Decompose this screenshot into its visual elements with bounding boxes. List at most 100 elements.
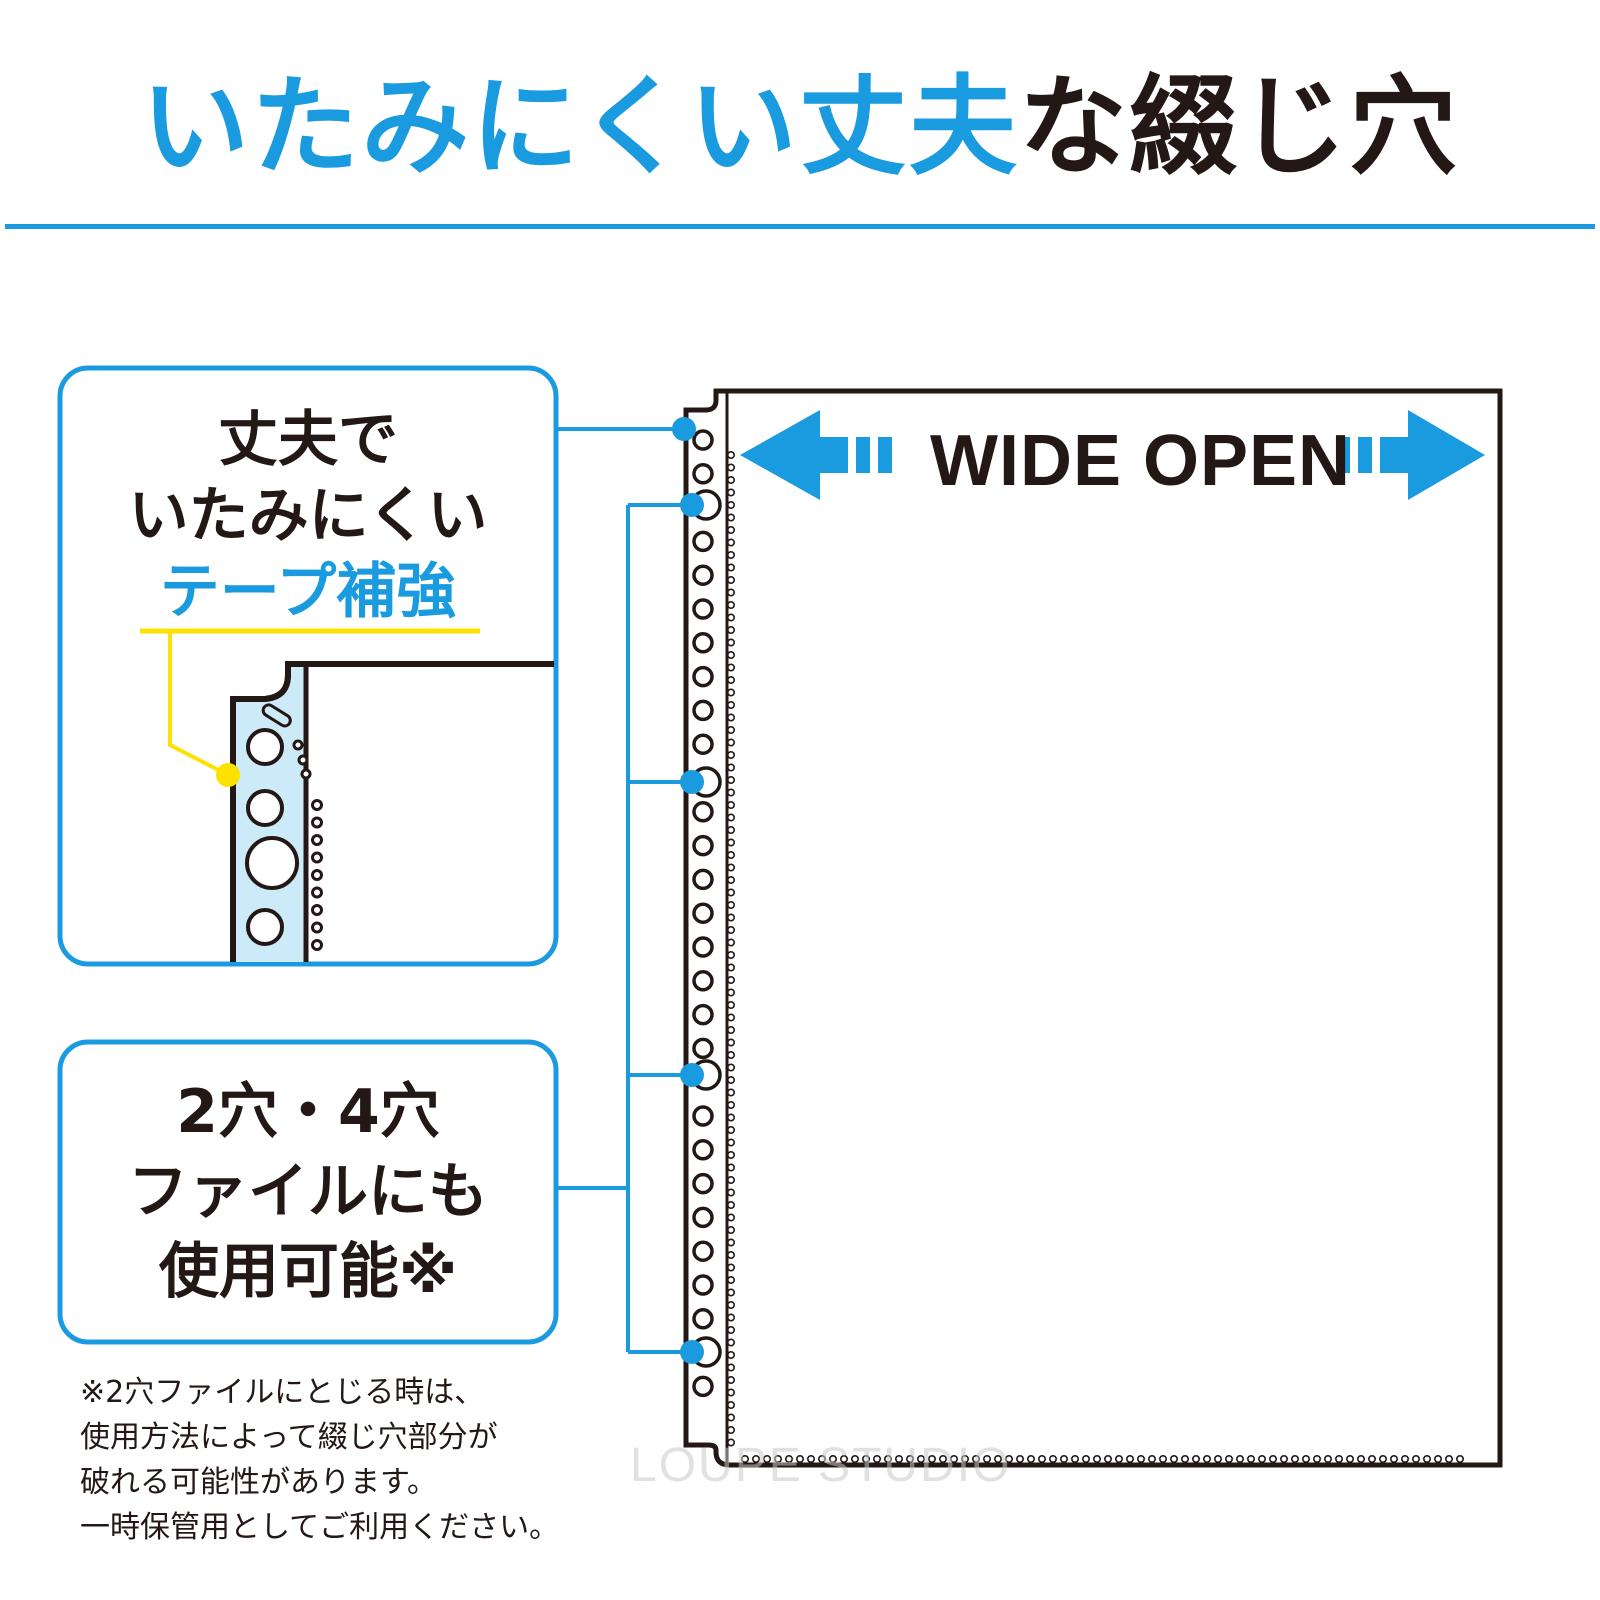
hole	[292, 739, 304, 751]
hole	[726, 838, 735, 847]
hole	[751, 1455, 760, 1464]
hole	[1060, 1455, 1069, 1464]
hole	[1049, 1455, 1058, 1464]
hole	[726, 700, 735, 709]
hole	[1038, 1455, 1047, 1464]
watermark: LOUPE STUDIO	[630, 1439, 1012, 1492]
hole	[726, 1363, 735, 1372]
hole	[726, 900, 735, 909]
footnote-line: 使用方法によって綴じ穴部分が	[80, 1420, 498, 1455]
hole	[726, 1213, 735, 1222]
hole	[1137, 1455, 1146, 1464]
hole	[726, 1026, 735, 1035]
hole	[726, 863, 735, 872]
yellow-leader-dot	[216, 763, 240, 787]
hole	[300, 768, 312, 780]
hole	[692, 1105, 714, 1127]
hole	[1104, 1455, 1113, 1464]
hole	[1302, 1455, 1311, 1464]
hole	[726, 675, 735, 684]
hole	[1335, 1455, 1344, 1464]
hole	[726, 800, 735, 809]
hole	[692, 1139, 714, 1161]
hole	[726, 463, 735, 472]
hole	[1181, 1455, 1190, 1464]
hole	[726, 1088, 735, 1097]
reinforce-line-2: いたみにくい	[128, 481, 488, 551]
hole	[1258, 1455, 1267, 1464]
hole	[726, 975, 735, 984]
hole	[726, 1426, 735, 1435]
hole	[762, 1455, 771, 1464]
hole	[726, 713, 735, 722]
compat-line-1: 2穴・4穴	[176, 1077, 440, 1147]
hole	[894, 1455, 903, 1464]
hole	[1093, 1455, 1102, 1464]
hole	[311, 816, 323, 829]
hole	[726, 825, 735, 834]
hole	[726, 663, 735, 672]
hole	[726, 1338, 735, 1347]
yellow-leader-line	[168, 631, 229, 777]
hole	[726, 575, 735, 584]
hole	[773, 1455, 782, 1464]
connector-dots	[672, 417, 704, 1364]
hole	[726, 1151, 735, 1160]
wide-open-label: WIDE OPEN	[930, 421, 1352, 501]
hole	[726, 1376, 735, 1385]
hole	[692, 598, 714, 620]
hole	[1423, 1455, 1432, 1464]
hole	[311, 799, 323, 811]
hole	[726, 1238, 735, 1247]
hole	[726, 925, 735, 934]
hole	[726, 1063, 735, 1072]
hole	[726, 1401, 735, 1410]
hole	[692, 463, 714, 485]
hole	[1390, 1455, 1399, 1464]
hole	[692, 429, 714, 451]
hole	[726, 1413, 735, 1422]
hole	[726, 1276, 735, 1285]
footnote-line: ※2穴ファイルにとじる時は、	[80, 1375, 485, 1410]
hole	[1126, 1455, 1135, 1464]
hole	[311, 921, 323, 934]
hole	[726, 525, 735, 534]
hole	[949, 1455, 958, 1464]
hole	[726, 725, 735, 734]
hole	[726, 1076, 735, 1085]
hole	[311, 869, 323, 881]
hole	[692, 564, 714, 586]
hole	[692, 1172, 714, 1195]
hole	[692, 1274, 714, 1296]
hole	[692, 970, 714, 992]
hole	[1357, 1455, 1366, 1464]
hole	[1214, 1455, 1223, 1464]
hole	[1379, 1455, 1388, 1464]
hole	[726, 550, 735, 559]
hole	[971, 1455, 980, 1464]
hole	[692, 1003, 714, 1026]
hole	[726, 938, 735, 947]
hole	[692, 936, 714, 958]
hole	[726, 750, 735, 759]
hole	[1445, 1455, 1454, 1464]
hole	[726, 563, 735, 572]
hole	[311, 851, 323, 864]
hole	[817, 1455, 826, 1464]
hole	[1313, 1455, 1322, 1464]
hole	[692, 868, 714, 891]
hole	[726, 638, 735, 647]
title-black-part: な綴じ穴	[1018, 65, 1459, 190]
footnote-line: 一時保管用としてご利用ください。	[80, 1510, 560, 1545]
hole	[726, 1138, 735, 1147]
hole	[740, 1455, 749, 1464]
hole	[692, 834, 714, 857]
hole	[1225, 1455, 1234, 1464]
hole	[692, 699, 714, 722]
hole	[726, 738, 735, 747]
hole	[938, 1455, 947, 1464]
hole	[726, 588, 735, 597]
hole	[1170, 1455, 1179, 1464]
hole	[311, 886, 323, 899]
hole	[726, 688, 735, 697]
